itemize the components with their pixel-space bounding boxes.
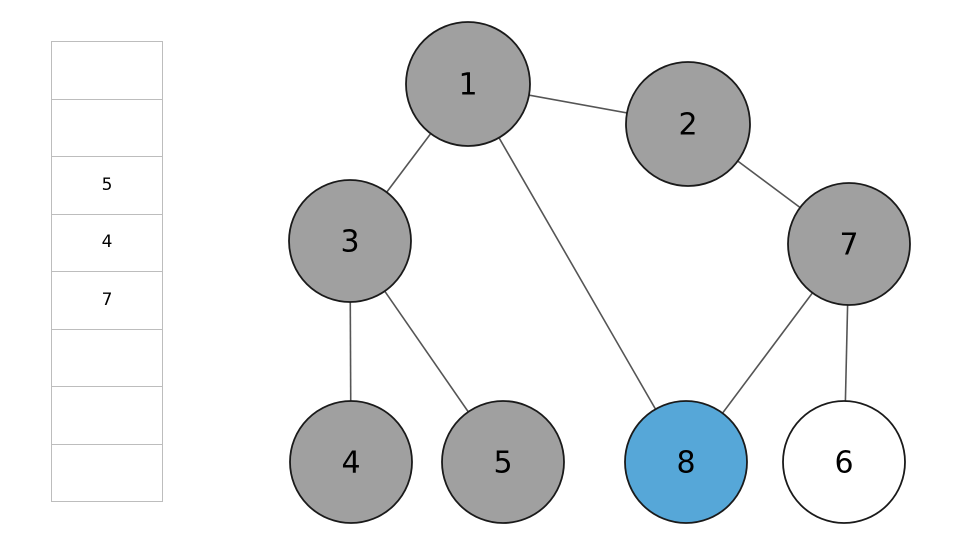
stack-cell[interactable] <box>51 41 163 100</box>
stack-cell[interactable]: 4 <box>51 213 163 272</box>
node-label: 1 <box>458 68 477 103</box>
stack-cell[interactable] <box>51 386 163 445</box>
node-circle[interactable] <box>441 400 565 524</box>
graph-node-1[interactable]: 1 <box>405 21 531 147</box>
node-label: 7 <box>839 228 858 263</box>
stack-cell[interactable] <box>51 443 163 502</box>
node-circle[interactable] <box>782 400 906 524</box>
node-label: 8 <box>676 446 695 481</box>
stack-cell[interactable] <box>51 328 163 387</box>
node-circle[interactable] <box>625 61 751 187</box>
graph-node-2[interactable]: 2 <box>625 61 751 187</box>
edge-layer <box>349 83 850 463</box>
node-label: 2 <box>678 108 697 143</box>
node-circle[interactable] <box>787 182 911 306</box>
stack-cell[interactable] <box>51 98 163 157</box>
node-circle[interactable] <box>289 400 413 524</box>
graph-node-5[interactable]: 5 <box>441 400 565 524</box>
graph-node-4[interactable]: 4 <box>289 400 413 524</box>
graph-node-7[interactable]: 7 <box>787 182 911 306</box>
graph-node-3[interactable]: 3 <box>288 179 412 303</box>
node-label: 3 <box>340 225 359 260</box>
node-layer: 1 2 3 7 4 5 8 6 <box>288 21 911 524</box>
graph-node-8[interactable]: 8 <box>624 400 748 524</box>
graph-node-6[interactable]: 6 <box>782 400 906 524</box>
node-circle[interactable] <box>624 400 748 524</box>
node-label: 4 <box>341 446 360 481</box>
node-label: 6 <box>834 446 853 481</box>
node-label: 5 <box>493 446 512 481</box>
node-circle[interactable] <box>405 21 531 147</box>
graph-edge <box>467 83 687 463</box>
node-circle[interactable] <box>288 179 412 303</box>
